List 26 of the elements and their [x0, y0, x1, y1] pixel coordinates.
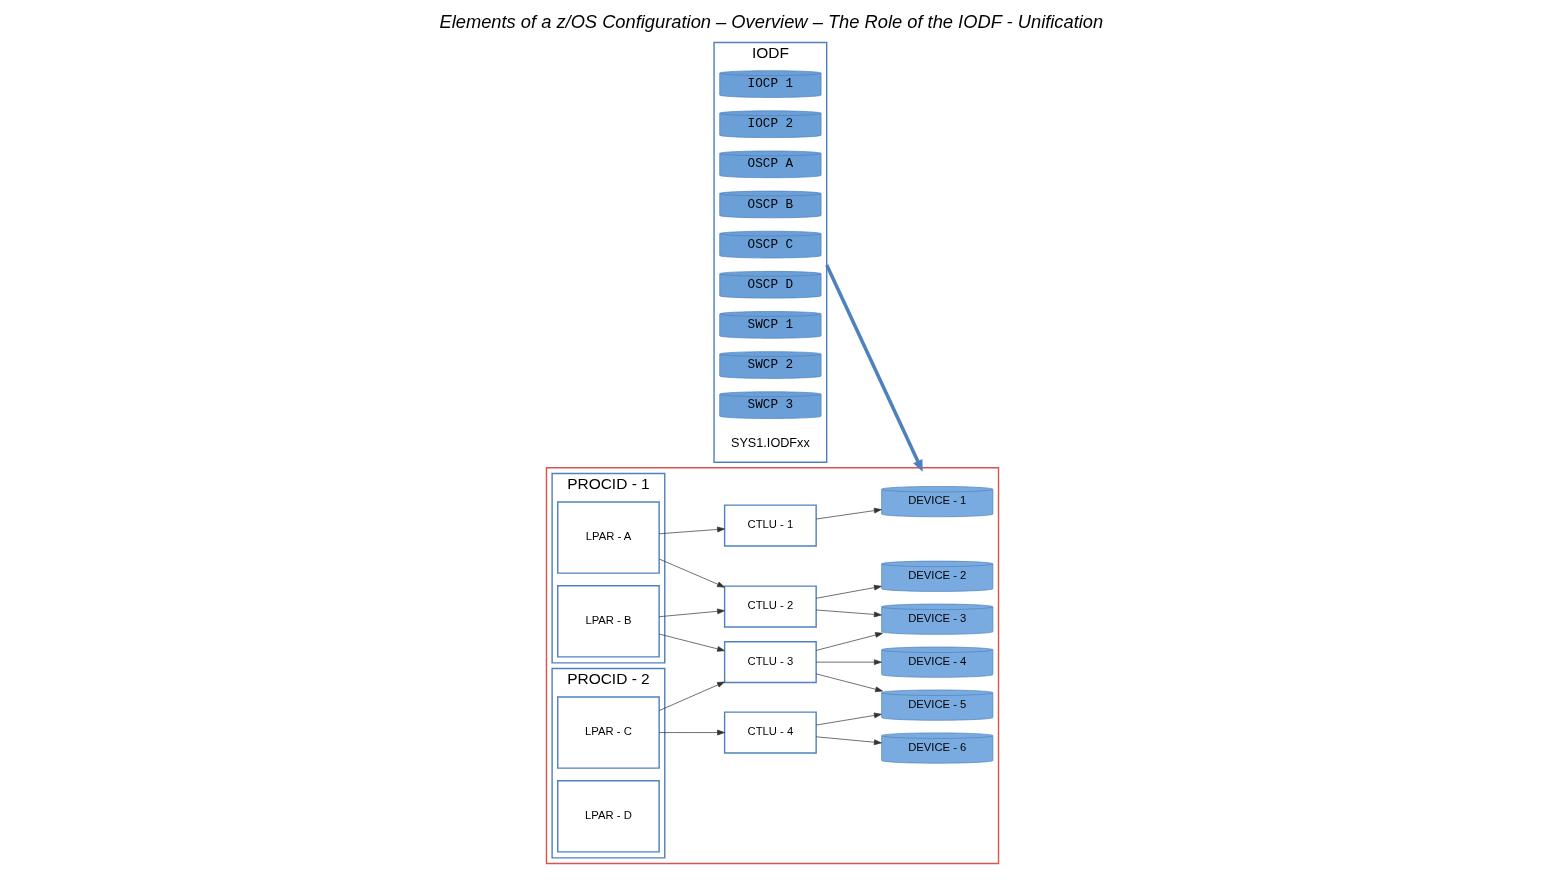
arrow [658, 729, 725, 736]
arrow [658, 608, 725, 618]
arrow [815, 659, 882, 665]
node-box: LPAR - B [557, 585, 660, 658]
node-box: CTLU - 4 [723, 711, 817, 754]
arrow [658, 633, 725, 652]
arrow [815, 609, 882, 618]
diagram-title: Elements of a z/OS Configuration – Overview – The Role of the IODF - Unification [439, 10, 1104, 32]
arrow [658, 526, 725, 535]
arrow [815, 736, 882, 746]
node-box: LPAR - D [557, 780, 660, 853]
node-box: CTLU - 1 [723, 504, 817, 547]
node-box: LPAR - C [557, 696, 660, 769]
node-label: SYS1.IODFxx [731, 435, 810, 450]
arrow [658, 558, 725, 588]
cluster [545, 467, 1000, 865]
arrow [658, 681, 725, 711]
arrow [815, 507, 882, 520]
node-box: LPAR - A [557, 501, 660, 574]
arrow [815, 712, 882, 726]
arrow [815, 673, 883, 693]
node-box: CTLU - 3 [723, 641, 817, 684]
arrow [815, 584, 882, 599]
arrow [815, 632, 883, 651]
arrow [825, 264, 923, 472]
node-box: CTLU - 2 [723, 585, 817, 628]
